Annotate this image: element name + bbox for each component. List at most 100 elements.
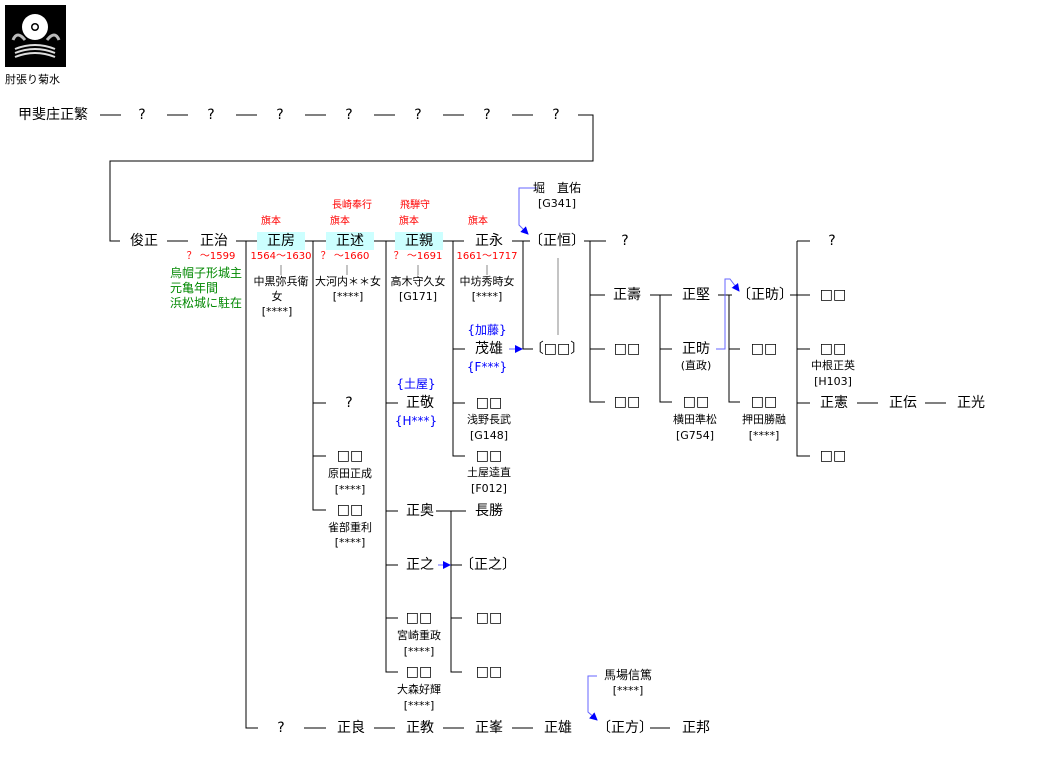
daughter: □□ — [750, 341, 778, 357]
person-masaaki-adopted: 〔正昉〕 — [737, 287, 793, 303]
unknown-person: ? — [345, 395, 353, 411]
note: 烏帽子形城主 — [170, 266, 243, 280]
ref: [****] — [748, 429, 780, 442]
ref: [****] — [261, 305, 293, 318]
note: 元亀年間 — [170, 281, 219, 295]
spouse: 中黒弥兵衛 — [253, 275, 309, 288]
daughter: □□ — [613, 341, 641, 357]
spouse: 中坊秀時女 — [459, 275, 515, 288]
title: 旗本 — [261, 216, 281, 227]
ref: [G341] — [537, 197, 577, 210]
unknown-person: ? — [828, 233, 836, 249]
daughter: □□ — [405, 610, 433, 626]
unknown-person: ? — [552, 107, 560, 123]
daughter: □□ — [336, 502, 364, 518]
person-masao: 正雄 — [544, 720, 572, 736]
person-masafusa: 正房 — [257, 232, 305, 250]
person-masahisa: 正壽 — [613, 287, 641, 303]
unknown-person: ? — [277, 720, 285, 736]
daughter: □□ — [682, 394, 710, 410]
daughter: □□ — [475, 395, 503, 411]
title: 旗本 — [468, 216, 488, 227]
person-masanori-b: 正教 — [406, 720, 434, 736]
unknown-person: ? — [621, 233, 629, 249]
ref: [****] — [612, 684, 644, 697]
person-masaoku: 正奥 — [406, 503, 434, 519]
ref: [H103] — [814, 375, 852, 388]
daughter: □□ — [405, 664, 433, 680]
note: 浜松城に駐在 — [170, 296, 243, 310]
ref: [G148] — [469, 429, 509, 442]
spouse: 雀部重利 — [328, 521, 372, 534]
person-masataka: 正敬 — [406, 395, 434, 411]
dates: 1564～1630 — [250, 251, 312, 262]
person-masakata-adopted: 〔正方〕 — [597, 720, 653, 736]
person-masayoshi: 正良 — [337, 720, 365, 736]
ref: [****] — [403, 699, 435, 712]
daughter: □□ — [475, 664, 503, 680]
unknown-person: ? — [276, 107, 284, 123]
adoption-note: {土屋} — [396, 377, 436, 391]
person-masamitsu: 正光 — [957, 395, 985, 411]
dates: ？ ～1691 — [393, 251, 443, 262]
person-masanobu: 正述 — [326, 232, 374, 250]
person-masatsutae: 正伝 — [889, 395, 917, 411]
daughter: □□ — [475, 610, 503, 626]
ref: [****] — [334, 483, 366, 496]
daughter: □□ — [475, 448, 503, 464]
person-masayuki: 正之 — [406, 557, 434, 573]
spouse: 大河内＊＊女 — [315, 275, 381, 288]
person-masatsune: 〔正恒〕 — [529, 233, 585, 249]
person-masakuni: 正邦 — [682, 720, 710, 736]
spouse: 横田準松 — [673, 413, 717, 426]
spouse: 女 — [271, 290, 283, 303]
person-kainosho-masashige: 甲斐庄正繁 — [18, 107, 88, 123]
ref: [G754] — [675, 429, 715, 442]
unknown-person: ? — [207, 107, 215, 123]
ref: [F012] — [471, 482, 507, 495]
kikusui-crest-logo — [5, 5, 66, 67]
dates: ？ ～1599 — [186, 251, 236, 262]
crest-caption: 肘張り菊水 — [5, 73, 60, 86]
alias: (直政) — [680, 359, 712, 372]
adoption-origin: 馬場信篤 — [603, 668, 653, 682]
spouse: 高木守久女 — [390, 275, 446, 288]
unknown-person: ? — [345, 107, 353, 123]
person-masaharu: 正治 — [200, 233, 228, 249]
dates: 1661～1717 — [456, 251, 518, 262]
adoption-origin: 堀 直佑 — [532, 181, 582, 195]
daughter: □□ — [819, 287, 847, 303]
person-masamine: 正峯 — [475, 720, 503, 736]
daughter: □□ — [750, 394, 778, 410]
unknown-person: ? — [414, 107, 422, 123]
spouse: 土屋逵直 — [467, 466, 511, 479]
spouse: 浅野長武 — [467, 413, 511, 426]
person-masachika: 正親 — [395, 232, 443, 250]
person-masakata: 正堅 — [682, 287, 710, 303]
adopted-daughter: 〔□□〕 — [529, 341, 585, 357]
person-shigeo: 茂雄 — [475, 341, 503, 357]
ref: [****] — [403, 645, 435, 658]
spouse: 原田正成 — [328, 467, 372, 480]
person-nagakatsu: 長勝 — [475, 503, 503, 519]
dates: ？ ～1660 — [320, 251, 370, 262]
daughter: □□ — [336, 448, 364, 464]
daughter: □□ — [819, 341, 847, 357]
ref: [****] — [332, 290, 364, 303]
ref: [****] — [334, 536, 366, 549]
ref: [G171] — [398, 290, 438, 303]
spouse: 中根正英 — [811, 359, 855, 372]
daughter: □□ — [613, 394, 641, 410]
office: 長崎奉行 — [332, 200, 372, 211]
spouse: 大森好輝 — [397, 683, 441, 696]
office: 飛騨守 — [400, 200, 430, 211]
spouse: 宮崎重政 — [397, 629, 441, 642]
daughter: □□ — [819, 448, 847, 464]
ref: [****] — [471, 290, 503, 303]
person-masanaga: 正永 — [475, 233, 503, 249]
adoption-ref: {H***} — [394, 414, 438, 428]
title: 旗本 — [399, 216, 419, 227]
title: 旗本 — [330, 216, 350, 227]
spouse: 押田勝融 — [742, 413, 786, 426]
